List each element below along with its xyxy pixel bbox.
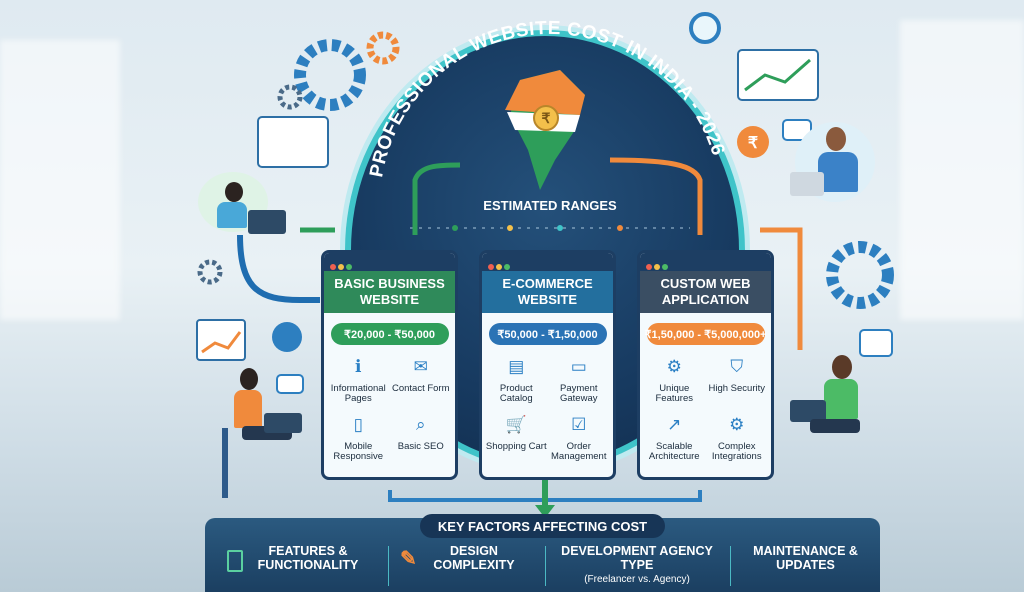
chart-window-icon [196, 319, 246, 361]
gear-icon [294, 39, 366, 111]
cart-icon: 🛒 [505, 414, 527, 434]
connector-arrow [760, 227, 803, 350]
feature-item: ⚙ Complex Integrations [706, 411, 769, 463]
feature-label: Contact Form [391, 383, 450, 394]
feature-label: Shopping Cart [485, 440, 547, 452]
price-range-badge: ₹1,50,000 - ₹5,000,000+ [645, 323, 766, 345]
clipboard-check-icon: ☑ [571, 414, 587, 434]
gear-icon [826, 241, 894, 309]
rupee-bubble-icon [737, 126, 769, 158]
feature-item: ✉ Contact Form [390, 353, 453, 405]
feature-item: ▭ Payment Gateway [548, 353, 611, 405]
feature-label: Scalable Architecture [648, 440, 700, 463]
feature-item: ☑ Order Management [548, 411, 611, 463]
gear-icon [197, 259, 223, 285]
window-bar [640, 253, 771, 271]
chart-window-icon [737, 49, 819, 101]
price-range-badge: ₹20,000 - ₹50,000 [330, 323, 449, 345]
feature-item: ⌕ Basic SEO [390, 411, 453, 463]
arrow-down-icon [535, 505, 555, 518]
feature-label: Payment Gateway [560, 383, 598, 405]
magnifier-icon: ⌕ [415, 414, 426, 434]
card-heading: CUSTOM WEB APPLICATION [640, 271, 771, 313]
key-factors-heading: KEY FACTORS AFFECTING COST [420, 514, 665, 538]
feature-item: ⛉ High Security [706, 353, 769, 405]
rupee-icon [533, 105, 559, 131]
chat-icon [276, 374, 304, 394]
feature-item: ▯ Mobile Responsive [327, 411, 390, 463]
card-heading: BASIC BUSINESS WEBSITE [324, 271, 455, 313]
svg-text:₹: ₹ [542, 110, 551, 126]
background-window [900, 20, 1024, 320]
factor-agency: DEVELOPMENT AGENCY TYPE (Freelancer vs. … [561, 544, 713, 585]
price-range-badge: ₹50,000 - ₹1,50,000 [488, 323, 607, 345]
pricing-card-custom: CUSTOM WEB APPLICATION ₹1,50,000 - ₹5,00… [637, 250, 774, 480]
design-tools-icon: ✎ [400, 548, 417, 570]
feature-label: Informational Pages [330, 383, 386, 405]
factor-design: ✎ DESIGN COMPLEXITY [400, 544, 515, 573]
factor-features: FEATURES & FUNCTIONALITY [225, 544, 375, 573]
feature-label: High Security [708, 383, 766, 394]
catalog-icon: ▤ [508, 356, 525, 376]
feature-label: Complex Integrations [711, 440, 762, 463]
envelope-icon: ✉ [413, 356, 428, 376]
pie-chart-icon [272, 322, 302, 352]
feature-item: ⚙ Unique Features [643, 353, 706, 405]
feature-label: Unique Features [655, 383, 694, 405]
svg-text:₹: ₹ [748, 135, 758, 152]
feature-item: ▤ Product Catalog [485, 353, 548, 405]
factor-maintenance: MAINTENANCE & UPDATES [753, 544, 858, 573]
feature-item: ↗ Scalable Architecture [643, 411, 706, 463]
card-heading: E-COMMERCE WEBSITE [482, 271, 613, 313]
divider [545, 546, 546, 586]
info-icon: ℹ [355, 356, 362, 376]
pricing-card-basic: BASIC BUSINESS WEBSITE ₹20,000 - ₹50,000… [321, 250, 458, 480]
divider [730, 546, 731, 586]
gear-check-icon: ⚙ [666, 356, 682, 376]
feature-label: Order Management [551, 440, 607, 463]
growth-chart-icon: ↗ [667, 414, 682, 434]
divider [388, 546, 389, 586]
subtitle: ESTIMATED RANGES [483, 198, 617, 213]
shield-icon: ⛉ [730, 356, 744, 376]
magnifier-icon [689, 12, 721, 44]
background-window [0, 40, 120, 320]
connector-arrow [237, 234, 320, 303]
browser-icon [257, 116, 329, 168]
feature-label: Product Catalog [499, 383, 533, 405]
mobile-icon: ▯ [353, 414, 363, 434]
checklist-icon [227, 550, 243, 572]
feature-label: Mobile Responsive [333, 440, 384, 463]
card-icon: ▭ [570, 356, 587, 376]
gear-icon: ⚙ [729, 414, 745, 434]
gear-icon [277, 84, 303, 110]
feature-item: 🛒 Shopping Cart [485, 411, 548, 463]
window-bar [482, 253, 613, 271]
chat-icon [859, 329, 893, 357]
feature-label: Basic SEO [397, 440, 444, 452]
pricing-card-ecommerce: E-COMMERCE WEBSITE ₹50,000 - ₹1,50,000 ▤ P… [479, 250, 616, 480]
window-bar [324, 253, 455, 271]
gear-icon [366, 31, 400, 65]
